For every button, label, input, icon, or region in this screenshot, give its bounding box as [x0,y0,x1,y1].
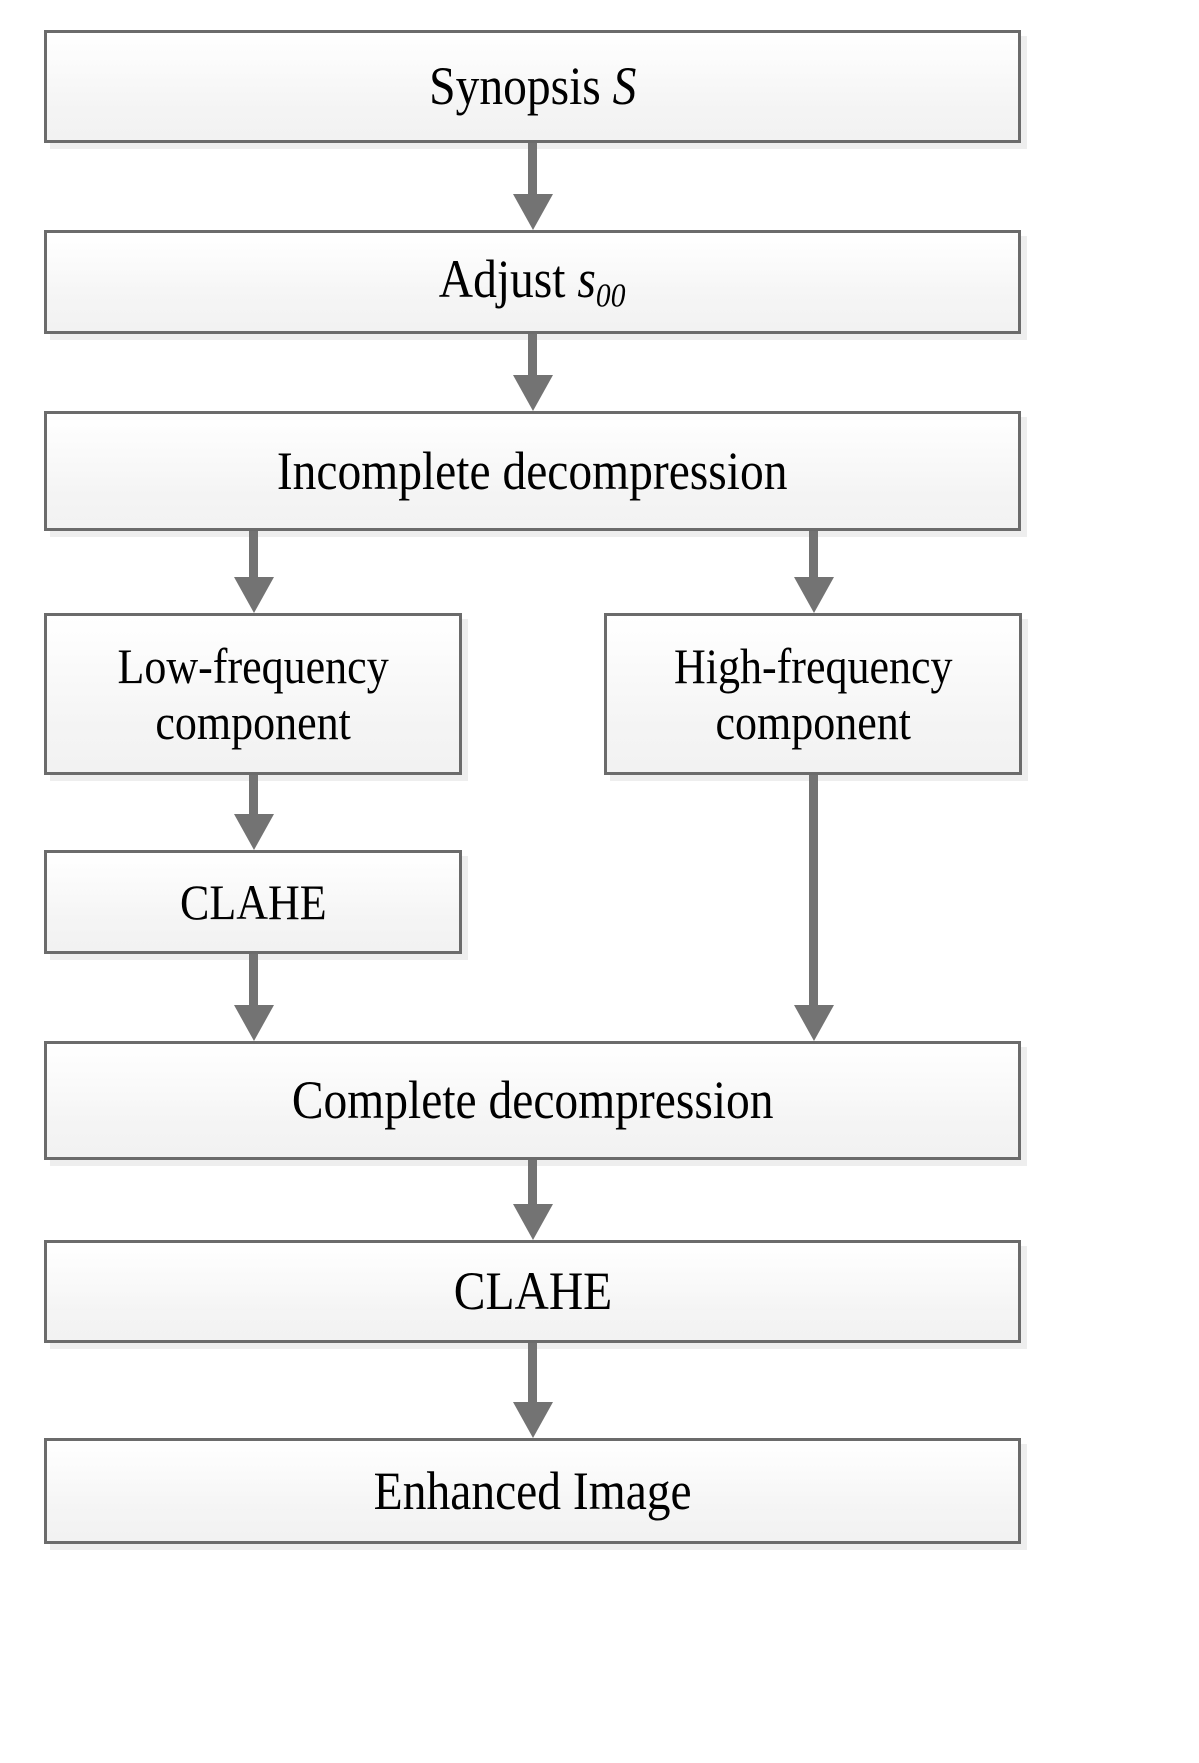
node-high-frequency-component[interactable]: High-frequency component [604,613,1022,775]
node-clahe-low-label: CLAHE [179,874,327,930]
node-complete-label: Complete decompression [291,1070,774,1131]
node-clahe-low-frequency[interactable]: CLAHE [44,850,462,954]
arrow-incomplete-to-highfreq [766,531,861,613]
node-enhanced-image[interactable]: Enhanced Image [44,1438,1021,1544]
node-enhanced-label: Enhanced Image [373,1460,692,1521]
arrow-head [233,577,274,613]
arrow-shaft [809,775,818,1005]
arrow-head [793,1005,834,1041]
arrow-lowfreq-to-clahe [206,775,301,850]
node-incomplete-label: Incomplete decompression [277,440,788,501]
arrow-shaft [809,531,818,577]
arrow-head [233,814,274,850]
arrow-shaft [249,531,258,577]
node-synopsis-label: Synopsis S [428,56,637,117]
arrow-head [233,1005,274,1041]
arrow-highfreq-to-complete [766,775,861,1041]
arrow-head [512,194,553,230]
arrow-shaft [249,775,258,814]
arrow-adjust-to-incomplete [485,334,580,411]
math-var-s: s [577,249,597,310]
arrow-head [512,375,553,411]
node-lowfreq-label: Low-frequency component [117,638,389,750]
arrow-shaft [528,334,537,375]
arrow-clahe-to-enhanced [485,1343,580,1438]
arrow-incomplete-to-lowfreq [206,531,301,613]
node-adjust-s00[interactable]: Adjust s00 [44,230,1021,334]
node-adjust-label: Adjust s00 [439,249,626,315]
arrow-head [512,1402,553,1438]
node-clahe-main-label: CLAHE [453,1261,612,1322]
node-clahe-main[interactable]: CLAHE [44,1240,1021,1343]
arrow-clahe-to-complete [206,954,301,1041]
arrow-shaft [528,143,537,194]
node-highfreq-label: High-frequency component [673,638,953,750]
arrow-shaft [528,1160,537,1204]
arrow-head [793,577,834,613]
arrow-shaft [528,1343,537,1402]
arrow-synopsis-to-adjust [485,143,580,230]
math-var-S: S [612,56,637,117]
arrow-complete-to-clahe [485,1160,580,1240]
node-incomplete-decompression[interactable]: Incomplete decompression [44,411,1021,531]
node-synopsis[interactable]: Synopsis S [44,30,1021,143]
arrow-shaft [249,954,258,1005]
node-low-frequency-component[interactable]: Low-frequency component [44,613,462,775]
subscript-00: 00 [596,277,626,315]
node-complete-decompression[interactable]: Complete decompression [44,1041,1021,1160]
arrow-head [512,1204,553,1240]
